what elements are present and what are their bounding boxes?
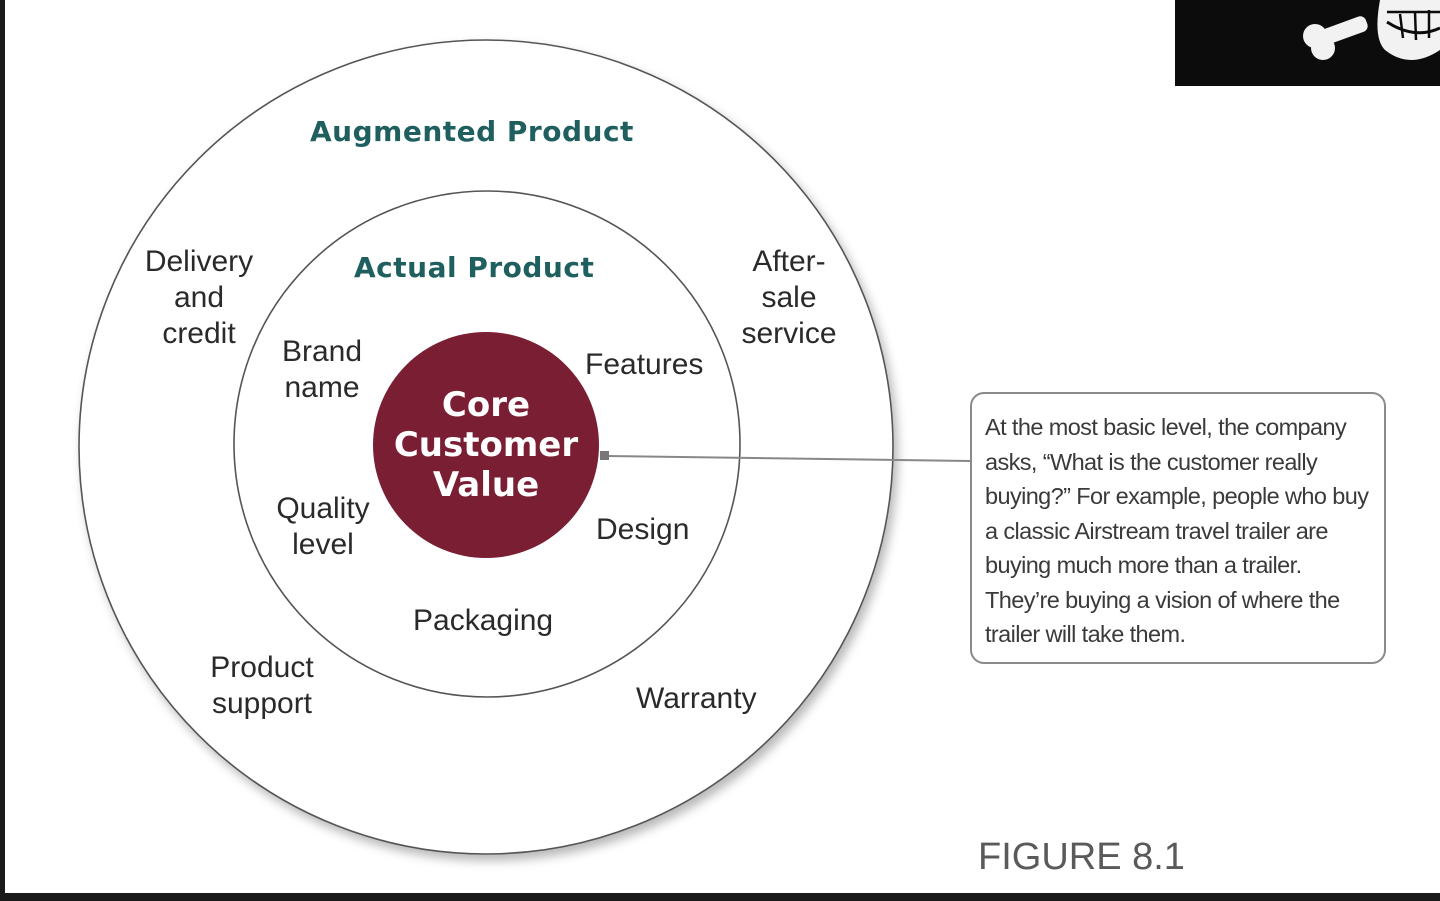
skull-crossbones-logo-icon [1175, 0, 1440, 86]
design-label: Design [596, 513, 690, 546]
callout-line: a classic Airstream travel trailer are [985, 517, 1328, 544]
packaging-label: Packaging [413, 604, 554, 637]
core-customer-value-circle: Core Customer Value [373, 332, 599, 558]
brand-name-label: Brand name [281, 335, 363, 404]
callout-line: buying?” For example, people who buy [985, 483, 1369, 509]
actual-product-title: Actual Product [354, 251, 595, 284]
explanation-callout: At the most basic level, the company ask… [970, 392, 1386, 664]
after-sale-service-label: After- sale service [741, 245, 837, 350]
callout-connector [605, 455, 971, 462]
callout-line: buying much more than a trailer. [985, 552, 1302, 578]
connector-anchor [600, 451, 609, 460]
left-border [0, 0, 5, 901]
figure-number: FIGURE 8.1 [978, 836, 1185, 878]
quality-level-label: Quality level [276, 492, 370, 561]
core-line: Core [441, 385, 531, 425]
warranty-label: Warranty [636, 682, 757, 715]
callout-line: They’re buying a vision of where the [985, 586, 1340, 613]
bottom-border [0, 893, 1440, 901]
core-line: Value [432, 465, 540, 505]
augmented-product-title: Augmented Product [310, 115, 634, 148]
callout-line: trailer will take them. [985, 621, 1186, 647]
callout-line: asks, “What is the customer really [985, 448, 1318, 475]
product-support-label: Product support [210, 651, 314, 720]
delivery-and-credit-label: Delivery and credit [144, 245, 254, 350]
callout-line: At the most basic level, the company [985, 414, 1347, 440]
core-line: Customer [393, 425, 579, 465]
features-label: Features [585, 348, 704, 381]
